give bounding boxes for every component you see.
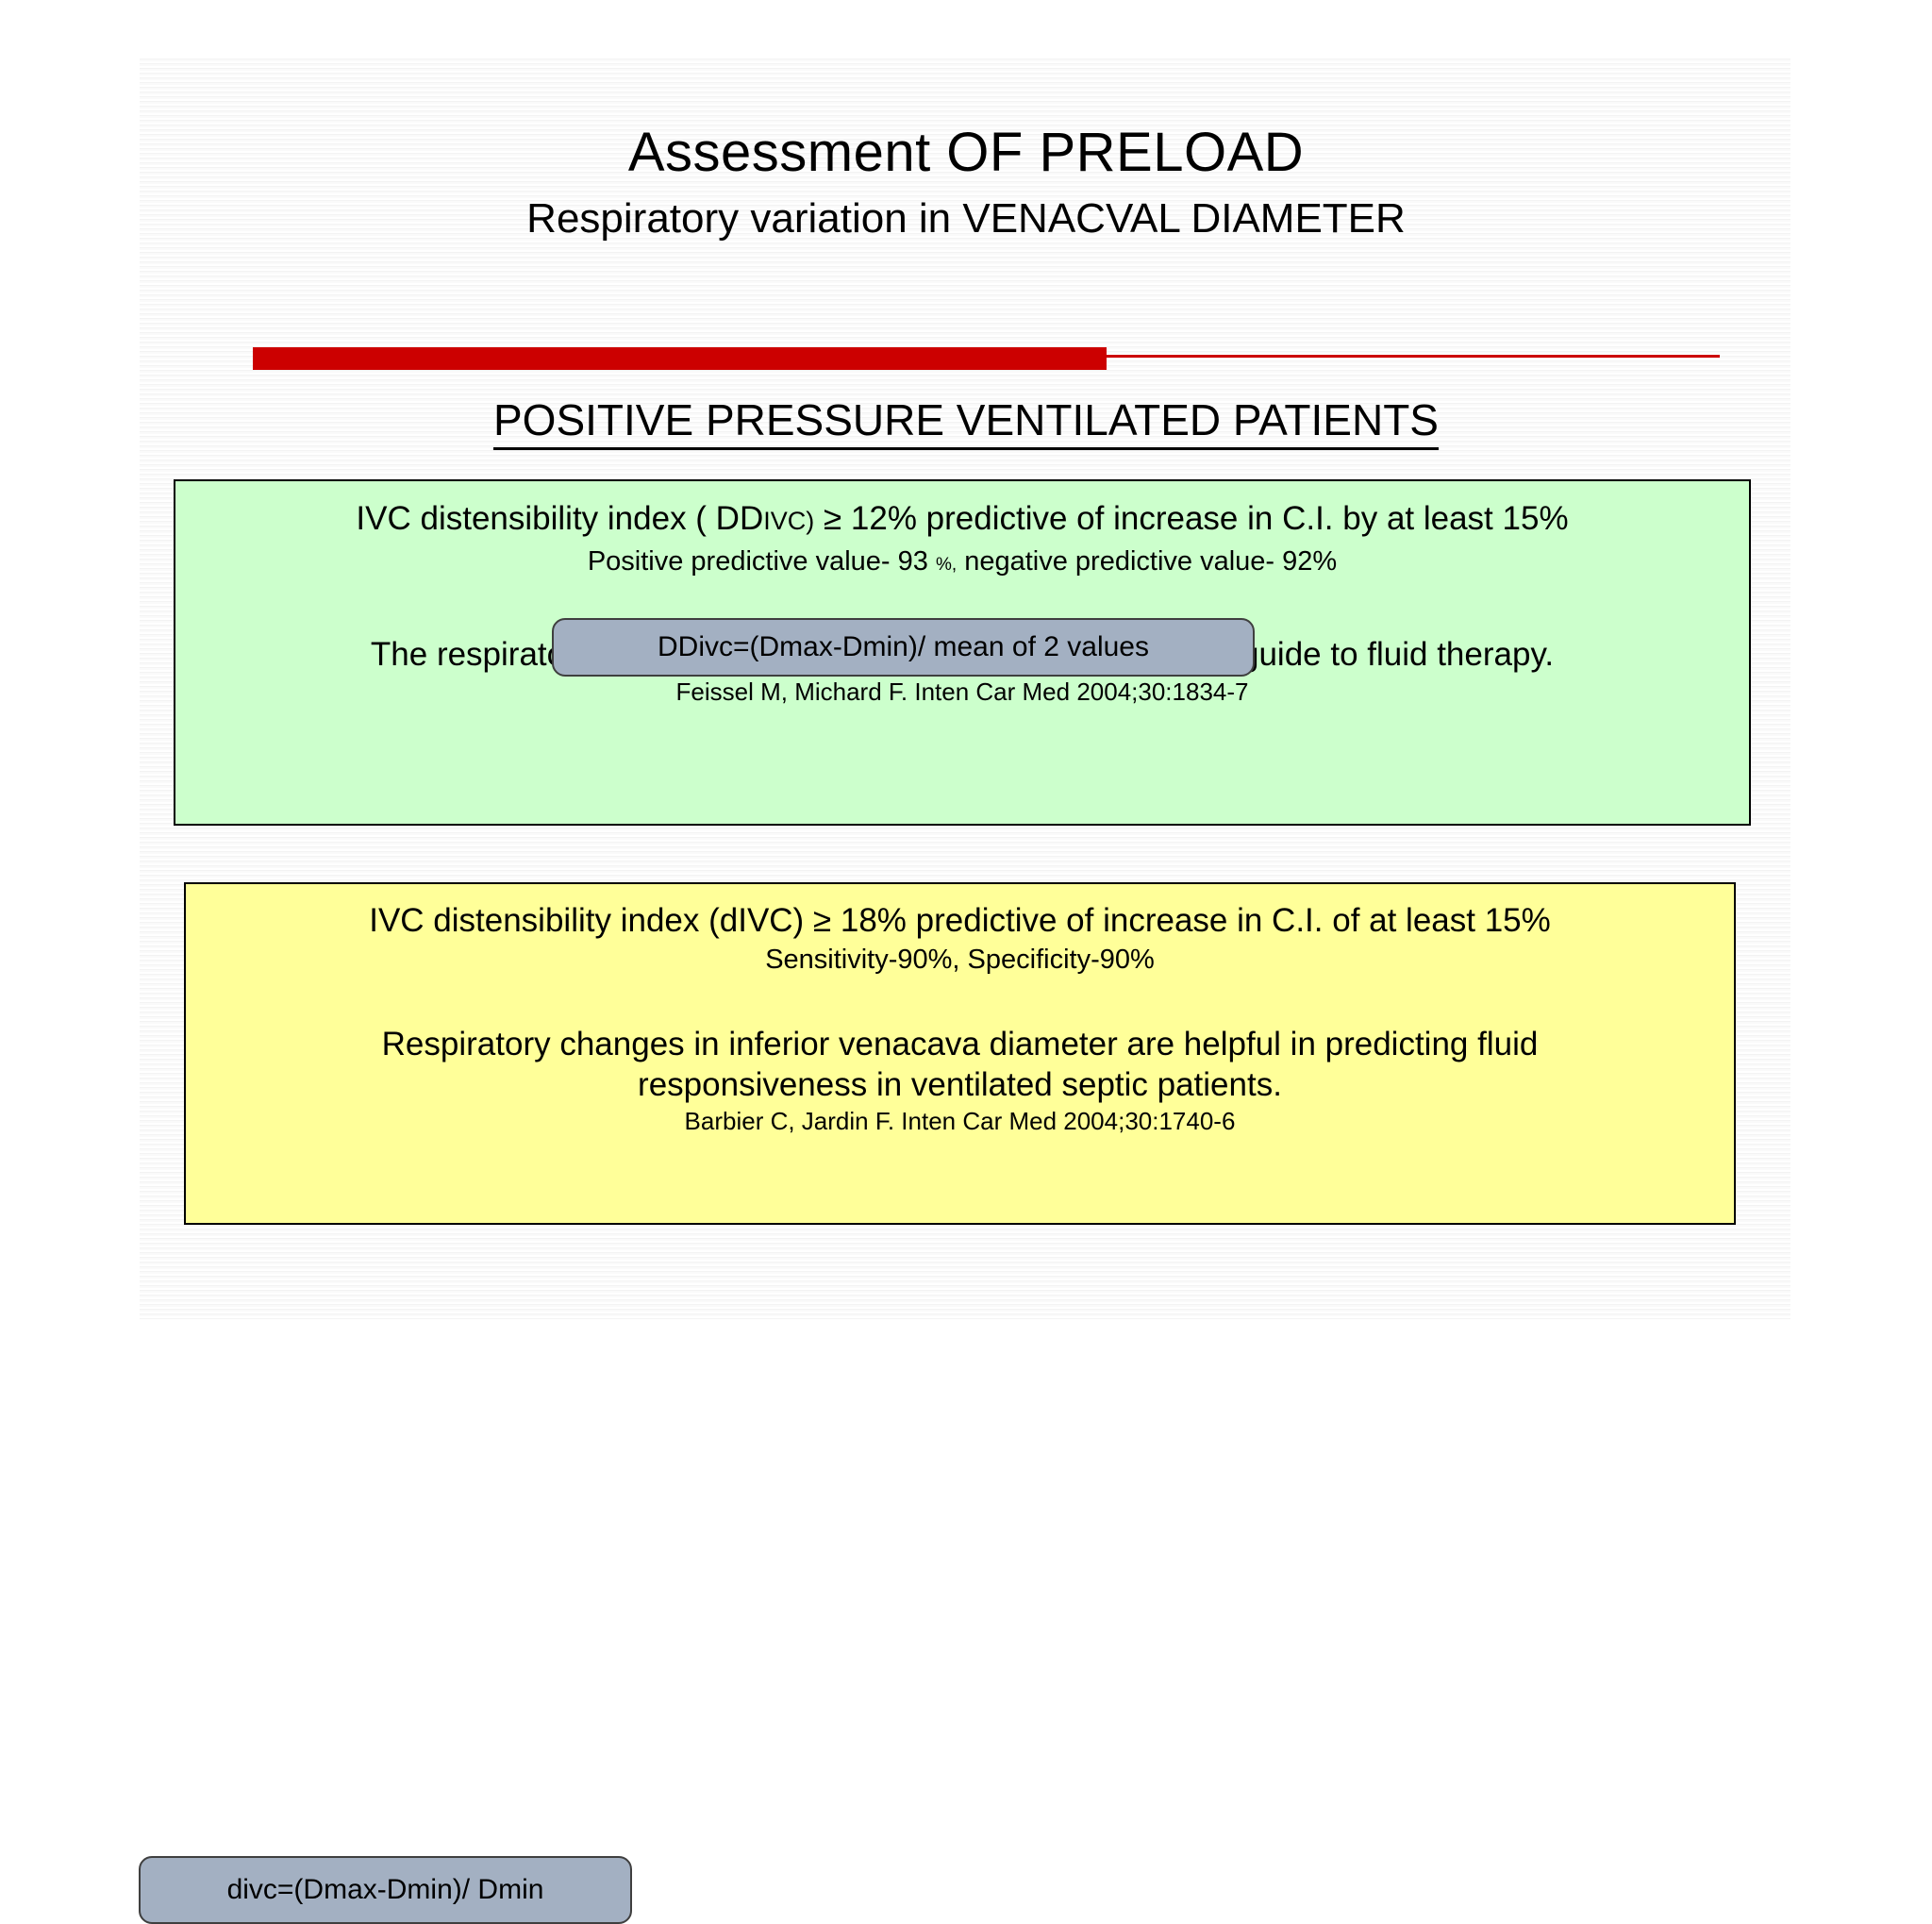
green-metrics-line: Positive predictive value- 93 %, negativ… xyxy=(175,546,1749,577)
yellow-content-panel: IVC distensibility index (dIVC) ≥ 18% pr… xyxy=(139,882,1736,1924)
slide-canvas: Assessment OF PRELOAD Respiratory variat… xyxy=(0,57,1932,1924)
yellow-reference-title-line2: responsiveness in ventilated septic pati… xyxy=(638,1066,1282,1103)
green-statement-prefix: IVC distensibility index ( DD xyxy=(356,500,764,537)
formula-chip-ddivc: DDivc=(Dmax-Dmin)/ mean of 2 values xyxy=(552,618,1255,677)
section-heading-text: POSITIVE PRESSURE VENTILATED PATIENTS xyxy=(493,395,1439,450)
green-metrics-prefix: Positive predictive value- 93 xyxy=(587,546,936,577)
yellow-reference-citation: Barbier C, Jardin F. Inten Car Med 2004;… xyxy=(684,1107,1236,1135)
green-statement-subscript: IVC) xyxy=(763,507,815,535)
yellow-reference-title-line1: Respiratory changes in inferior venacava… xyxy=(381,1026,1539,1062)
page-subtitle: Respiratory variation in VENACVAL DIAMET… xyxy=(526,195,1406,242)
yellow-metrics-line: Sensitivity-90%, Specificity-90% xyxy=(765,945,1155,975)
formula-chip-divc-text: divc=(Dmax-Dmin)/ Dmin xyxy=(226,1874,544,1905)
page-title: Assessment OF PRELOAD xyxy=(627,122,1305,183)
green-metrics-percent: %, xyxy=(935,555,958,575)
formula-chip-ddivc-text: DDivc=(Dmax-Dmin)/ mean of 2 values xyxy=(658,631,1149,662)
formula-chip-divc: divc=(Dmax-Dmin)/ Dmin xyxy=(139,1856,632,1924)
accent-rule-thick xyxy=(253,347,1107,370)
green-reference-citation: Feissel M, Michard F. Inten Car Med 2004… xyxy=(675,678,1249,706)
yellow-statement-line: IVC distensibility index (dIVC) ≥ 18% pr… xyxy=(369,902,1551,939)
section-heading: POSITIVE PRESSURE VENTILATED PATIENTS xyxy=(0,394,1932,450)
green-statement-line: IVC distensibility index ( DDIVC) ≥ 12% … xyxy=(175,500,1749,538)
green-metrics-suffix: negative predictive value- 92% xyxy=(957,546,1338,577)
green-statement-suffix: ≥ 12% predictive of increase in C.I. by … xyxy=(814,500,1569,537)
